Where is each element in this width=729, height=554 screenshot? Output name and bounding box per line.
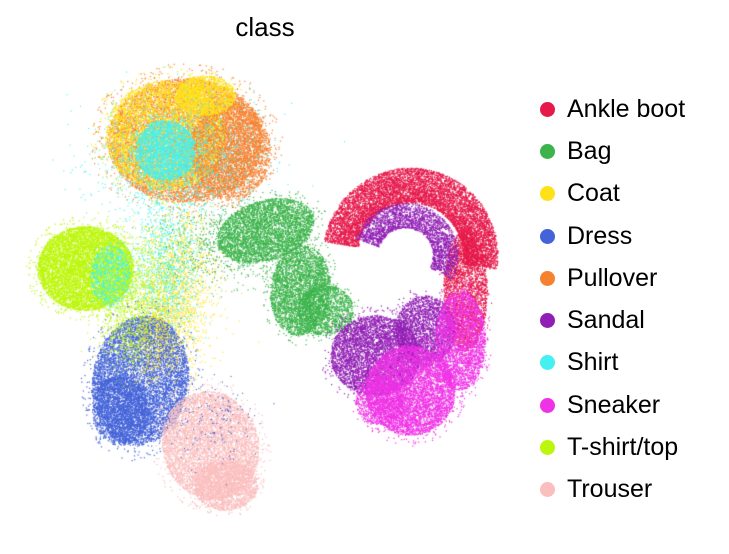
legend-item: Ankle boot: [540, 88, 685, 130]
legend-marker: [540, 397, 555, 413]
legend-marker: [540, 101, 555, 117]
legend-label: Bag: [567, 136, 612, 165]
legend-marker: [540, 143, 555, 159]
legend-label: Pullover: [567, 263, 658, 292]
legend-label: Ankle boot: [567, 94, 686, 123]
legend-label: Sandal: [567, 306, 645, 335]
legend-item: Coat: [540, 173, 685, 215]
legend-marker: [540, 186, 555, 202]
legend-marker: [540, 313, 555, 329]
legend-marker: [540, 270, 555, 286]
legend-label: Shirt: [567, 348, 619, 377]
legend-item: Shirt: [540, 342, 685, 384]
legend-marker: [540, 355, 555, 371]
legend-item: Trouser: [540, 469, 685, 511]
legend-item: Sneaker: [540, 384, 685, 426]
legend-item: T-shirt/top: [540, 426, 685, 468]
legend-item: Sandal: [540, 299, 685, 341]
legend-marker: [540, 228, 555, 244]
legend-label: Trouser: [567, 475, 653, 504]
legend-marker: [540, 482, 555, 498]
legend-label: T-shirt/top: [567, 433, 679, 462]
legend-item: Pullover: [540, 257, 685, 299]
legend-label: Sneaker: [567, 390, 661, 419]
legend-label: Dress: [567, 221, 633, 250]
legend-label: Coat: [567, 179, 620, 208]
legend-item: Dress: [540, 215, 685, 257]
legend-marker: [540, 440, 555, 456]
legend-item: Bag: [540, 130, 685, 172]
